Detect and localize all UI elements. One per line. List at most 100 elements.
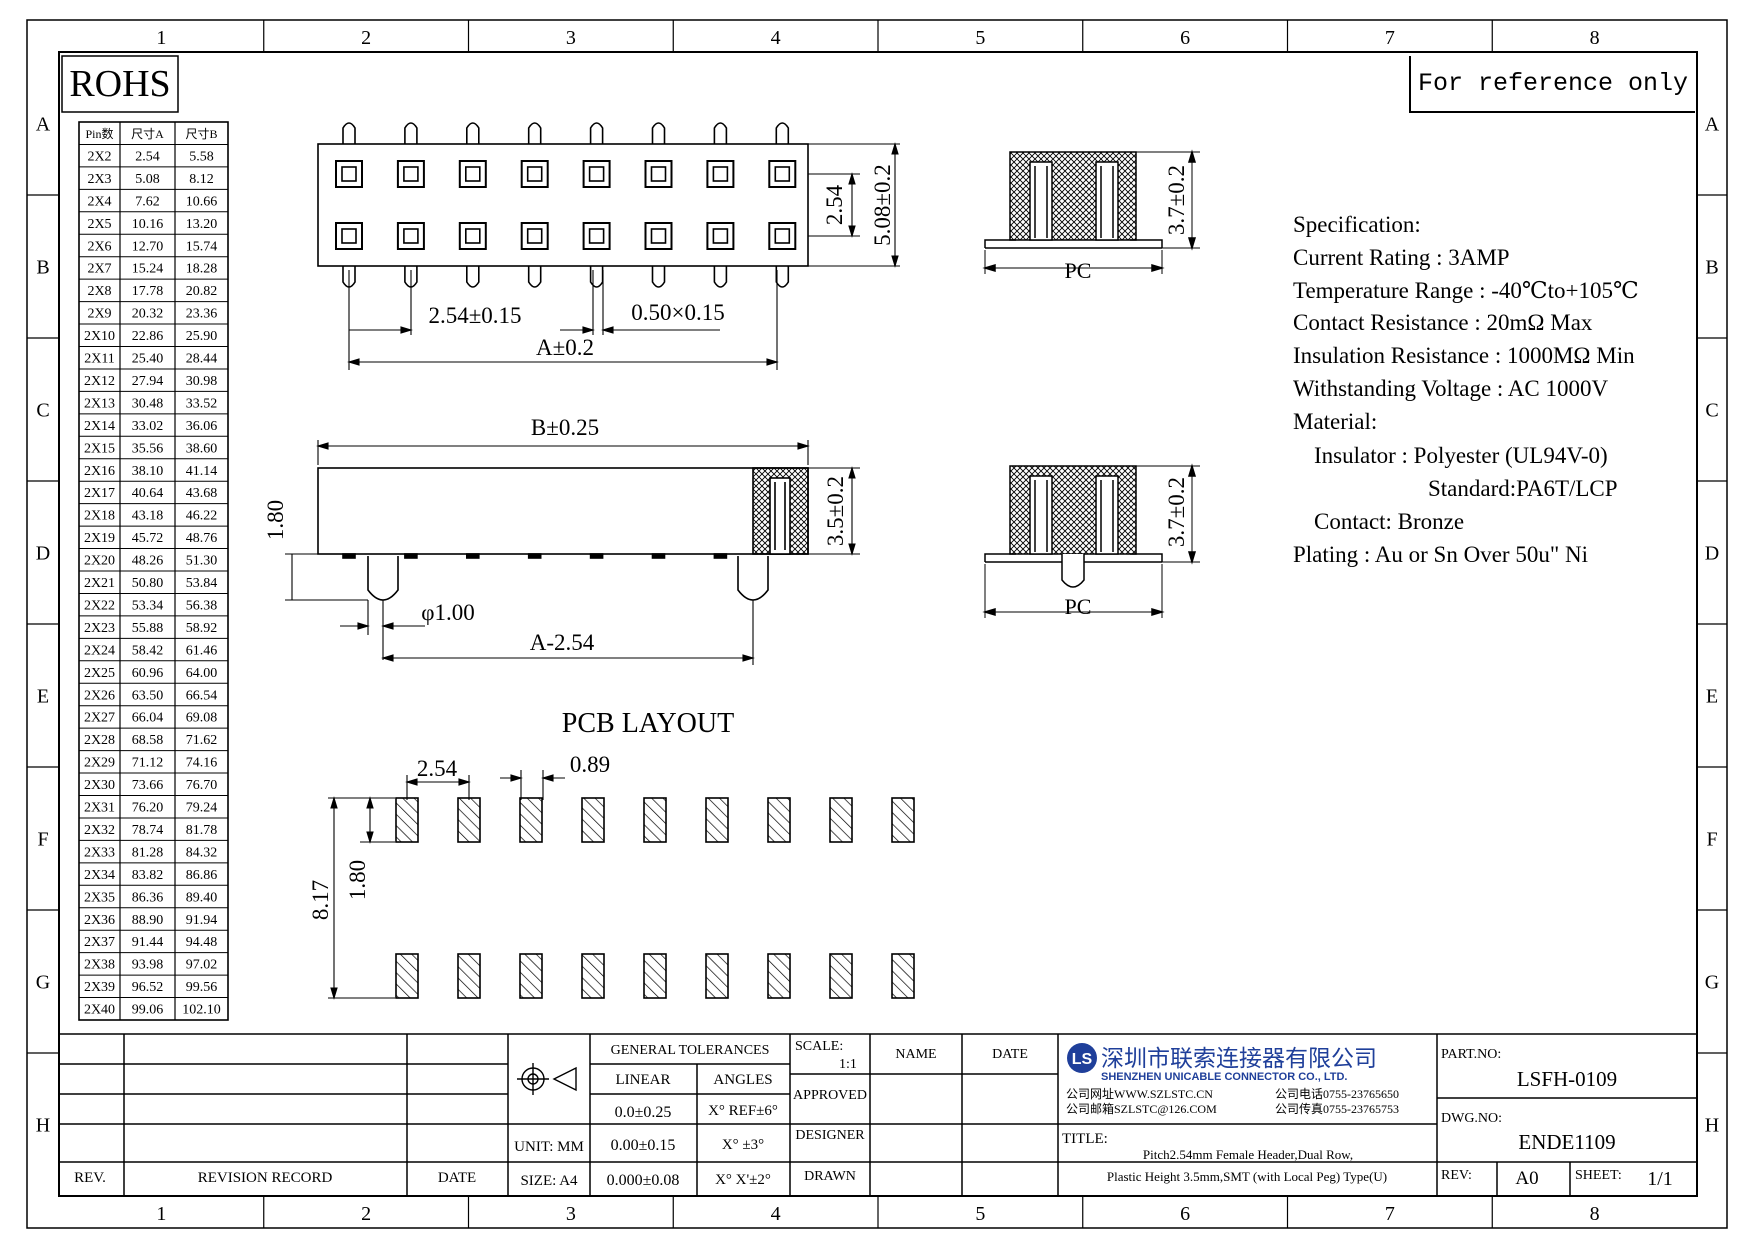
- grid-col-label-bottom: 2: [361, 1203, 371, 1225]
- pin-table-cell: 48.76: [186, 531, 218, 546]
- pin-table-cell: 81.28: [132, 845, 164, 860]
- pin-table-header: 尺寸A: [131, 127, 164, 141]
- pin-table-cell: 2X17: [84, 486, 115, 501]
- svg-text:X° REF±6°: X° REF±6°: [708, 1103, 778, 1119]
- pin-table-cell: 2X24: [84, 643, 115, 658]
- pin-table-cell: 25.90: [186, 329, 218, 344]
- pin-table-cell: 36.06: [186, 419, 218, 434]
- svg-text:SIZE: A4: SIZE: A4: [520, 1173, 578, 1189]
- pin-table-cell: 2X34: [84, 868, 115, 883]
- grid-col-label-top: 6: [1180, 27, 1190, 49]
- top-pin-tail: [527, 122, 542, 144]
- contact-cavity-inner: [403, 166, 419, 182]
- pin-table-cell: 2X22: [84, 598, 115, 613]
- pin-table-cell: 86.36: [132, 890, 164, 905]
- pin-table-cell: 2X3: [87, 172, 111, 187]
- top-pin-tail: [404, 122, 418, 144]
- side-view-dimensions: B±0.25 3.5±0.2 1.80 φ1.00 A-2.54: [263, 415, 848, 655]
- svg-text:2.54: 2.54: [417, 756, 458, 781]
- pin-table-cell: 2X26: [84, 688, 115, 703]
- top-view-dimensions: 2.54±0.15 0.50×0.15 A±0.2 2.54 5.08±0.2: [428, 164, 895, 360]
- contact-cavity-outer: [768, 222, 797, 250]
- grid-row-label-right: A: [1705, 114, 1720, 136]
- pin-table-cell: 97.02: [186, 958, 218, 973]
- svg-text:Temperature Range : -40℃to+105: Temperature Range : -40℃to+105℃: [1293, 278, 1639, 303]
- grid-row-label-right: B: [1705, 257, 1718, 279]
- pin-table-cell: 2X31: [84, 801, 115, 816]
- pin-table-cell: 15.24: [132, 262, 164, 277]
- pin-table-cell: 51.30: [186, 554, 218, 569]
- pin-table-cell: 69.08: [186, 711, 218, 726]
- contact-cavity-inner: [712, 166, 729, 182]
- svg-text:Contact: Bronze: Contact: Bronze: [1314, 509, 1464, 534]
- grid-col-label-top: 2: [361, 27, 371, 49]
- pin-table-cell: 68.58: [132, 733, 164, 748]
- pcb-pad: [705, 797, 729, 843]
- pin-table-cell: 2X39: [84, 980, 115, 995]
- pin-table-cell: 10.16: [132, 217, 164, 232]
- pcb-pad: [643, 953, 667, 999]
- contact-cavity-inner: [712, 228, 729, 244]
- contact-cavity-inner: [774, 166, 791, 182]
- pin-table-cell: 2X40: [84, 1003, 115, 1018]
- svg-text:Plastic Height 3.5mm,SMT (with: Plastic Height 3.5mm,SMT (with Local Peg…: [1107, 1169, 1387, 1184]
- pin-table-cell: 2X35: [84, 890, 115, 905]
- svg-text:Pitch2.54mm Female Header,Dual: Pitch2.54mm Female Header,Dual Row,: [1143, 1147, 1353, 1162]
- grid-col-label-bottom: 1: [156, 1203, 166, 1225]
- pcb-pad: [891, 953, 915, 999]
- top-pin-tail: [589, 122, 604, 144]
- pin-table-cell: 53.34: [132, 598, 164, 613]
- pin-table-cell: 76.70: [186, 778, 218, 793]
- contact-channel: [1029, 161, 1053, 241]
- pin-table-cell: 38.10: [132, 464, 164, 479]
- pin-table-cell: 71.12: [132, 756, 164, 771]
- pcb-layout-pads: [395, 797, 915, 999]
- pin-table-cell: 20.32: [132, 307, 164, 322]
- grid-row-label-left: A: [36, 114, 51, 136]
- pin-table-cell: 50.80: [132, 576, 164, 591]
- contact-cavity-outer: [706, 160, 735, 188]
- grid-col-label-bottom: 6: [1180, 1203, 1190, 1225]
- pin-table-cell: 2X36: [84, 913, 115, 928]
- svg-text:Standard:PA6T/LCP: Standard:PA6T/LCP: [1428, 476, 1618, 501]
- svg-text:2.54±0.15: 2.54±0.15: [428, 303, 521, 328]
- grid-col-label-top: 1: [156, 27, 166, 49]
- grid-col-label-bottom: 3: [566, 1203, 576, 1225]
- pin-table-cell: 64.00: [186, 666, 218, 681]
- arrow-head: [1187, 149, 1197, 163]
- top-pin-tail: [589, 266, 604, 288]
- side-smt-lead: [713, 553, 728, 559]
- pin-table-cell: 83.82: [132, 868, 164, 883]
- pcb-pad: [705, 953, 729, 999]
- projection-symbol-icon: [517, 1063, 577, 1095]
- svg-text:2.54: 2.54: [822, 184, 847, 225]
- grid-col-label-bottom: 4: [771, 1203, 781, 1225]
- pin-table-cell: 28.44: [186, 352, 218, 367]
- pin-table-cell: 27.94: [132, 374, 164, 389]
- pin-table-cell: 86.86: [186, 868, 218, 883]
- reference-note: For reference only: [1409, 56, 1695, 113]
- grid-row-label-left: C: [36, 400, 49, 422]
- grid-row-label-right: G: [1705, 972, 1719, 994]
- svg-text:Insulator : Polyester (UL94V-0: Insulator : Polyester (UL94V-0): [1314, 443, 1608, 468]
- pin-table-cell: 2X27: [84, 711, 115, 726]
- pin-table-cell: 2X6: [87, 239, 111, 254]
- specification-block: Specification: Current Rating : 3AMP Tem…: [1293, 212, 1639, 567]
- contact-cavity-inner: [464, 166, 481, 182]
- svg-text:0.000±0.08: 0.000±0.08: [607, 1172, 680, 1189]
- contact-cavity-inner: [588, 228, 605, 244]
- pin-table-cell: 81.78: [186, 823, 218, 838]
- pin-table-header: 尺寸B: [185, 127, 217, 141]
- contact-cavity-outer: [335, 222, 363, 250]
- pin-table-cell: 15.74: [186, 239, 218, 254]
- pin-table-cell: 12.70: [132, 239, 164, 254]
- grid-col-label-bottom: 7: [1385, 1203, 1395, 1225]
- pin-table-cell: 18.28: [186, 262, 218, 277]
- top-pin-tail: [713, 266, 728, 288]
- pin-table-cell: 2X28: [84, 733, 115, 748]
- pin-table-cell: 63.50: [132, 688, 164, 703]
- pin-table-cell: 13.20: [186, 217, 218, 232]
